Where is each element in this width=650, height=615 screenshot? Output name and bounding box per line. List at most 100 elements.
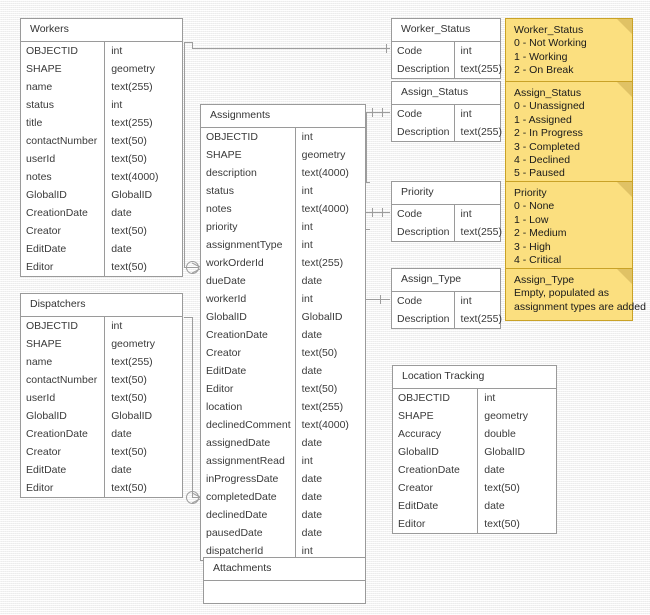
field-type: text(50) <box>484 481 520 494</box>
note-title: Assign_Status <box>514 87 582 99</box>
field-type: int <box>301 130 313 143</box>
field-name: SHAPE <box>201 145 296 164</box>
field-name: SHAPE <box>21 334 106 353</box>
field-type: GlobalID <box>111 409 153 422</box>
field-name: OBJECTID <box>393 388 479 407</box>
field-name: Code <box>392 204 455 223</box>
field-name: name <box>21 77 106 96</box>
note-worker-status[interactable]: Worker_Status 0 - Not Working 1 - Workin… <box>505 18 633 85</box>
note-title: Assign_Type <box>514 274 575 286</box>
field-name: assignmentRead <box>201 451 296 470</box>
field-type: text(50) <box>111 260 147 273</box>
entity-title-worker-status: Worker_Status <box>392 19 500 42</box>
note-priority[interactable]: Priority 0 - None 1 - Low 2 - Medium 3 -… <box>505 181 633 275</box>
field-type: date <box>484 499 505 512</box>
note-line: 3 - High <box>514 240 551 253</box>
field-type: int <box>111 44 123 57</box>
note-line: 2 - Medium <box>514 227 567 240</box>
field-type: int <box>460 44 472 57</box>
field-type: text(50) <box>484 517 520 530</box>
field-name: Editor <box>393 514 479 533</box>
connector-dispatchers-v1 <box>192 317 193 497</box>
field-type: int <box>460 294 472 307</box>
entity-attachments[interactable]: Attachments <box>203 557 366 604</box>
field-type: date <box>301 436 323 449</box>
table-row: OBJECTID int <box>21 41 182 60</box>
field-name: OBJECTID <box>21 316 106 335</box>
field-type: text(255) <box>111 116 153 129</box>
field-type: geometry <box>111 337 155 350</box>
entity-title-assign-type: Assign_Type <box>392 269 500 292</box>
field-name: name <box>21 352 106 371</box>
field-type: int <box>301 220 313 233</box>
field-type: text(50) <box>111 224 147 237</box>
field-type: date <box>301 526 323 539</box>
note-line: Empty, populated as <box>514 287 609 300</box>
field-name: Code <box>392 41 455 60</box>
field-type: date <box>301 274 323 287</box>
cardinality-one-assign-status-a <box>382 108 383 117</box>
field-type: text(50) <box>111 391 147 404</box>
field-name: OBJECTID <box>21 41 106 60</box>
field-type: date <box>301 508 323 521</box>
field-type: text(4000) <box>301 202 349 215</box>
note-fold-corner-icon <box>617 19 632 34</box>
field-type: int <box>111 319 123 332</box>
connector-workers-worker-status-h2 <box>192 48 292 49</box>
field-name: completedDate <box>201 487 296 506</box>
field-type: int <box>484 391 496 404</box>
field-type: text(255) <box>111 355 153 368</box>
cardinality-one-assign-status-b <box>372 108 373 117</box>
connector-assign-type-h <box>360 299 390 300</box>
note-line: 2 - In Progress <box>514 127 583 140</box>
field-type: text(50) <box>111 373 147 386</box>
note-line: 3 - Completed <box>514 140 580 153</box>
field-type: geometry <box>111 62 155 75</box>
field-type: geometry <box>484 409 529 422</box>
field-type: text(4000) <box>111 170 159 183</box>
field-name: dueDate <box>201 271 296 290</box>
cardinality-one-priority-a <box>382 208 383 217</box>
field-name: assignedDate <box>201 433 296 452</box>
entity-title-location-tracking: Location Tracking <box>393 366 556 389</box>
field-type: geometry <box>301 148 346 161</box>
connector-priority-h <box>360 212 390 213</box>
field-name: Description <box>392 222 455 241</box>
field-name: assignmentType <box>201 235 296 254</box>
field-type: text(4000) <box>301 166 349 179</box>
field-name: GlobalID <box>21 185 106 204</box>
note-assign-type[interactable]: Assign_Type Empty, populated as assignme… <box>505 268 646 322</box>
field-type: text(50) <box>111 152 147 165</box>
note-line: 4 - Declined <box>514 154 571 167</box>
field-name: OBJECTID <box>201 127 296 146</box>
cardinality-zero-dispatchers-assignments <box>186 491 199 504</box>
